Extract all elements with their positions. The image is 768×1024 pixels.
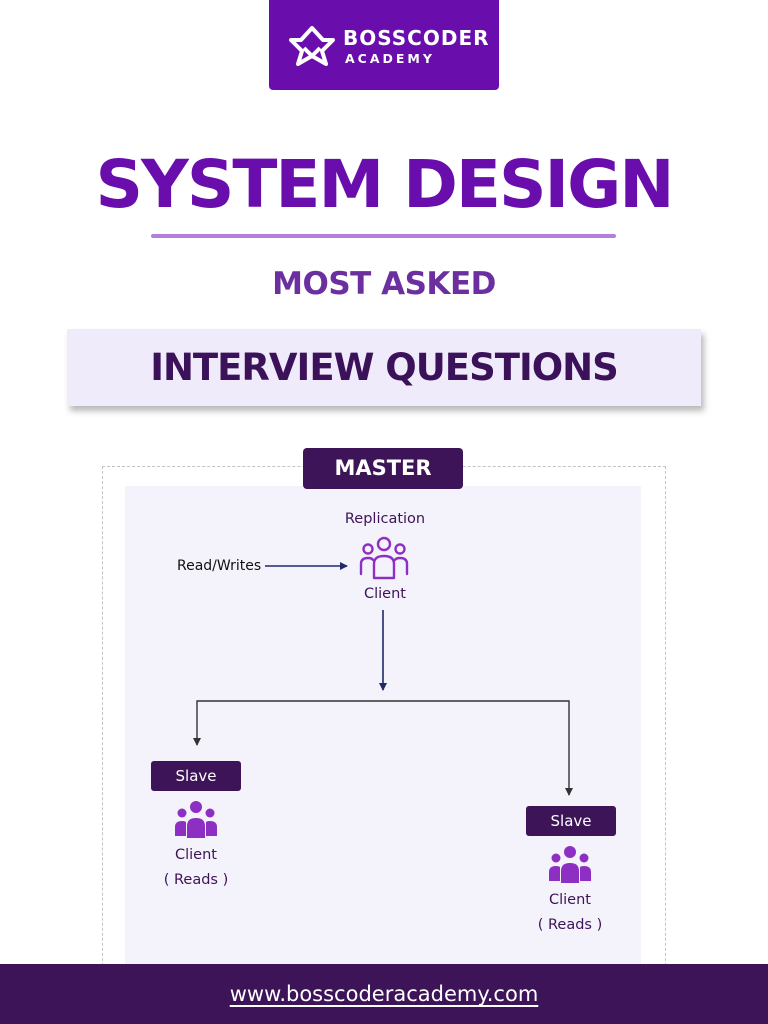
brand-mark-icon (289, 26, 335, 66)
brand-subname: ACADEMY (345, 51, 435, 66)
footer-bar: www.bosscoderacademy.com (0, 964, 768, 1024)
users-filled-icon (549, 846, 591, 883)
branch-left-arrow (193, 700, 385, 746)
master-label: MASTER (303, 448, 463, 489)
users-filled-icon (175, 801, 217, 838)
title-divider (151, 234, 616, 238)
branch-right-arrow (385, 700, 573, 796)
banner-text: INTERVIEW QUESTIONS (150, 346, 619, 389)
page-subtitle: MOST ASKED (272, 266, 496, 302)
page-title: SYSTEM DESIGN (95, 146, 675, 223)
brand-logo: BOSSCODER ACADEMY (269, 0, 499, 90)
master-client-label: Client (364, 586, 406, 602)
slave-left-client-label: Client (175, 847, 217, 863)
website-link[interactable]: www.bosscoderacademy.com (229, 982, 539, 1006)
slave-right-client-label: Client (549, 892, 591, 908)
slave-left-role-label: ( Reads ) (163, 872, 229, 888)
slave-right-role-label: ( Reads ) (537, 917, 603, 933)
diagram-background (125, 486, 641, 986)
topic-banner: INTERVIEW QUESTIONS (67, 329, 701, 406)
slave-label-left: Slave (151, 761, 241, 791)
users-outline-icon (359, 536, 409, 580)
readwrites-label: Read/Writes (177, 558, 262, 574)
replication-label: Replication (344, 511, 426, 527)
slave-label-right: Slave (526, 806, 616, 836)
brand-name: BOSSCODER (343, 26, 490, 50)
